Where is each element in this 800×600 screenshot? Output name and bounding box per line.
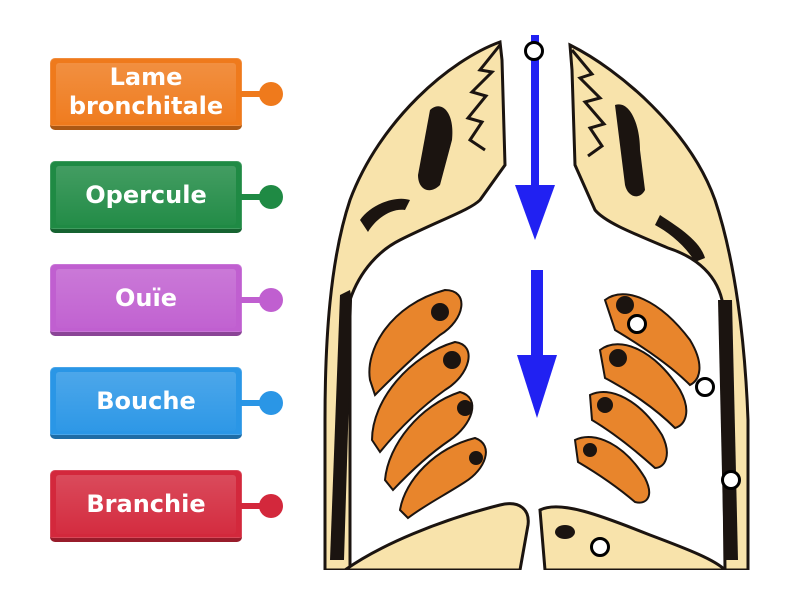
label-tile-ouie[interactable]: Ouïe: [50, 264, 242, 336]
drop-target-opening[interactable]: [590, 537, 610, 557]
tile-highlight: [56, 166, 236, 225]
left-floor: [342, 502, 530, 570]
label-tile-branchie[interactable]: Branchie: [50, 470, 242, 542]
gill-dark-spot: [443, 351, 461, 369]
floor-dark-mark: [555, 525, 575, 539]
label-text: Bouche: [96, 386, 196, 415]
gill-dark-spot: [431, 303, 449, 321]
drop-target-gill[interactable]: [627, 314, 647, 334]
label-anchor-dot[interactable]: [259, 185, 283, 209]
label-text: Branchie: [86, 489, 206, 518]
drop-target-mouth[interactable]: [524, 41, 544, 61]
right-teeth: [570, 49, 607, 158]
left-head-wall: [323, 39, 507, 570]
label-text: Opercule: [85, 180, 207, 209]
label-anchor-dot[interactable]: [259, 82, 283, 106]
arrow-shaft-bottom: [531, 270, 543, 365]
arrow-head-top: [515, 185, 555, 240]
label-anchor-dot[interactable]: [259, 288, 283, 312]
right-gill-arches: [573, 293, 701, 504]
gill-dark-spot: [583, 443, 597, 457]
gill-dark-spot: [469, 451, 483, 465]
gill-dark-spot: [609, 349, 627, 367]
left-outer-bone: [330, 290, 352, 560]
drop-target-gill-blade[interactable]: [695, 377, 715, 397]
gill-arch: [398, 436, 487, 520]
gill-dark-spot: [597, 397, 613, 413]
right-head-wall: [568, 42, 750, 570]
label-text: Lame bronchitale: [68, 63, 224, 120]
right-bone: [615, 104, 645, 197]
water-flow-arrows: [515, 35, 557, 418]
right-floor: [538, 505, 728, 570]
arrow-shaft-top: [531, 35, 539, 205]
label-tile-lame-bronchitale[interactable]: Lame bronchitale: [50, 58, 242, 130]
label-tile-bouche[interactable]: Bouche: [50, 367, 242, 439]
left-inner-bar: [360, 198, 410, 232]
tile-highlight: [56, 372, 236, 431]
label-connector: [240, 91, 272, 97]
label-connector: [240, 503, 272, 509]
label-tile-opercule[interactable]: Opercule: [50, 161, 242, 233]
fish-body: [323, 39, 750, 570]
right-outer-bone: [718, 300, 738, 560]
tile-highlight: [56, 63, 236, 122]
left-bone: [418, 106, 453, 191]
diagram-svg: [323, 35, 750, 570]
arrow-head-bottom: [517, 355, 557, 418]
gill-dark-spot: [616, 296, 634, 314]
fish-head-section-diagram: [320, 30, 750, 570]
label-anchor-dot[interactable]: [259, 391, 283, 415]
left-gill-arches: [368, 288, 487, 520]
label-anchor-dot[interactable]: [259, 494, 283, 518]
right-inner-bar: [655, 215, 705, 262]
tile-highlight: [56, 269, 236, 328]
left-teeth: [465, 44, 502, 152]
drop-target-operculum[interactable]: [721, 470, 741, 490]
label-connector: [240, 400, 272, 406]
gill-arch: [370, 340, 470, 454]
label-connector: [240, 194, 272, 200]
gill-dark-spot: [457, 400, 473, 416]
label-text: Ouïe: [115, 283, 177, 312]
label-connector: [240, 297, 272, 303]
tile-highlight: [56, 475, 236, 534]
